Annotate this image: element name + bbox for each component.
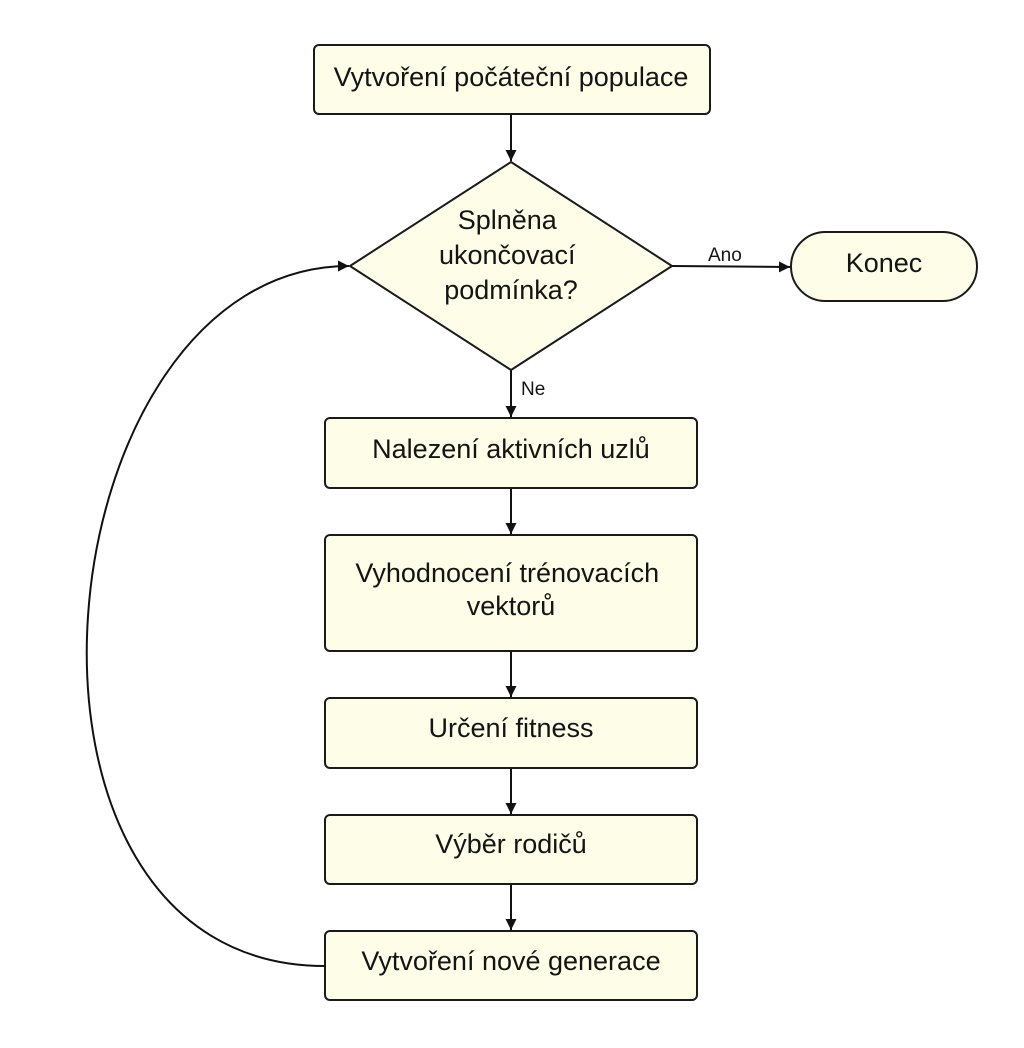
edge-condition-to-end <box>671 261 791 273</box>
svg-text:Výběr rodičů: Výběr rodičů <box>435 829 587 859</box>
node-create-new-generation-label: Vytvoření nové generace <box>361 946 660 976</box>
edge-newgen-loop-to-condition <box>85 260 350 967</box>
node-end-label: Konec <box>846 248 923 278</box>
node-create-new-generation: Vytvoření nové generace <box>324 930 698 1001</box>
node-termination-condition-line-2: ukončovací <box>439 240 576 270</box>
edge-label-yes: Ano <box>708 245 742 266</box>
node-termination-condition: Splněna ukončovací podmínka? <box>349 161 673 371</box>
node-termination-condition-line-3: podmínka? <box>444 275 578 305</box>
node-evaluate-training-vectors-line-2: vektorů <box>467 591 556 621</box>
svg-text:Určení fitness: Určení fitness <box>428 713 593 743</box>
svg-text:Konec: Konec <box>846 248 923 278</box>
svg-text:Vyhodnocení trénovacích: Vyhodnocení trénovacích vektorů <box>355 558 666 621</box>
svg-text:Vytvoření počáteční populace: Vytvoření počáteční populace <box>334 62 689 92</box>
node-create-initial-population: Vytvoření počáteční populace <box>313 44 711 115</box>
edge-label-no: Ne <box>521 379 545 400</box>
svg-text:Vytvoření nové generace: Vytvoření nové generace <box>361 946 660 976</box>
node-find-active-nodes: Nalezení aktivních uzlů <box>324 417 698 489</box>
node-termination-condition-line-1: Splněna <box>458 205 558 235</box>
node-create-initial-population-label: Vytvoření počáteční populace <box>334 62 689 92</box>
node-find-active-nodes-label: Nalezení aktivních uzlů <box>372 434 650 464</box>
node-select-parents: Výběr rodičů <box>324 814 698 885</box>
node-evaluate-training-vectors: Vyhodnocení trénovacích vektorů <box>324 534 698 652</box>
node-select-parents-label: Výběr rodičů <box>435 829 587 859</box>
node-determine-fitness: Určení fitness <box>324 697 698 769</box>
svg-text:Splněna ukončovací: Splněna ukončovací podmínka? <box>439 205 583 305</box>
node-determine-fitness-label: Určení fitness <box>428 713 593 743</box>
node-evaluate-training-vectors-line-1: Vyhodnocení trénovacích <box>355 558 659 588</box>
svg-text:Nalezení aktivních uzlů: Nalezení aktivních uzlů <box>372 434 650 464</box>
node-end: Konec <box>790 231 978 302</box>
